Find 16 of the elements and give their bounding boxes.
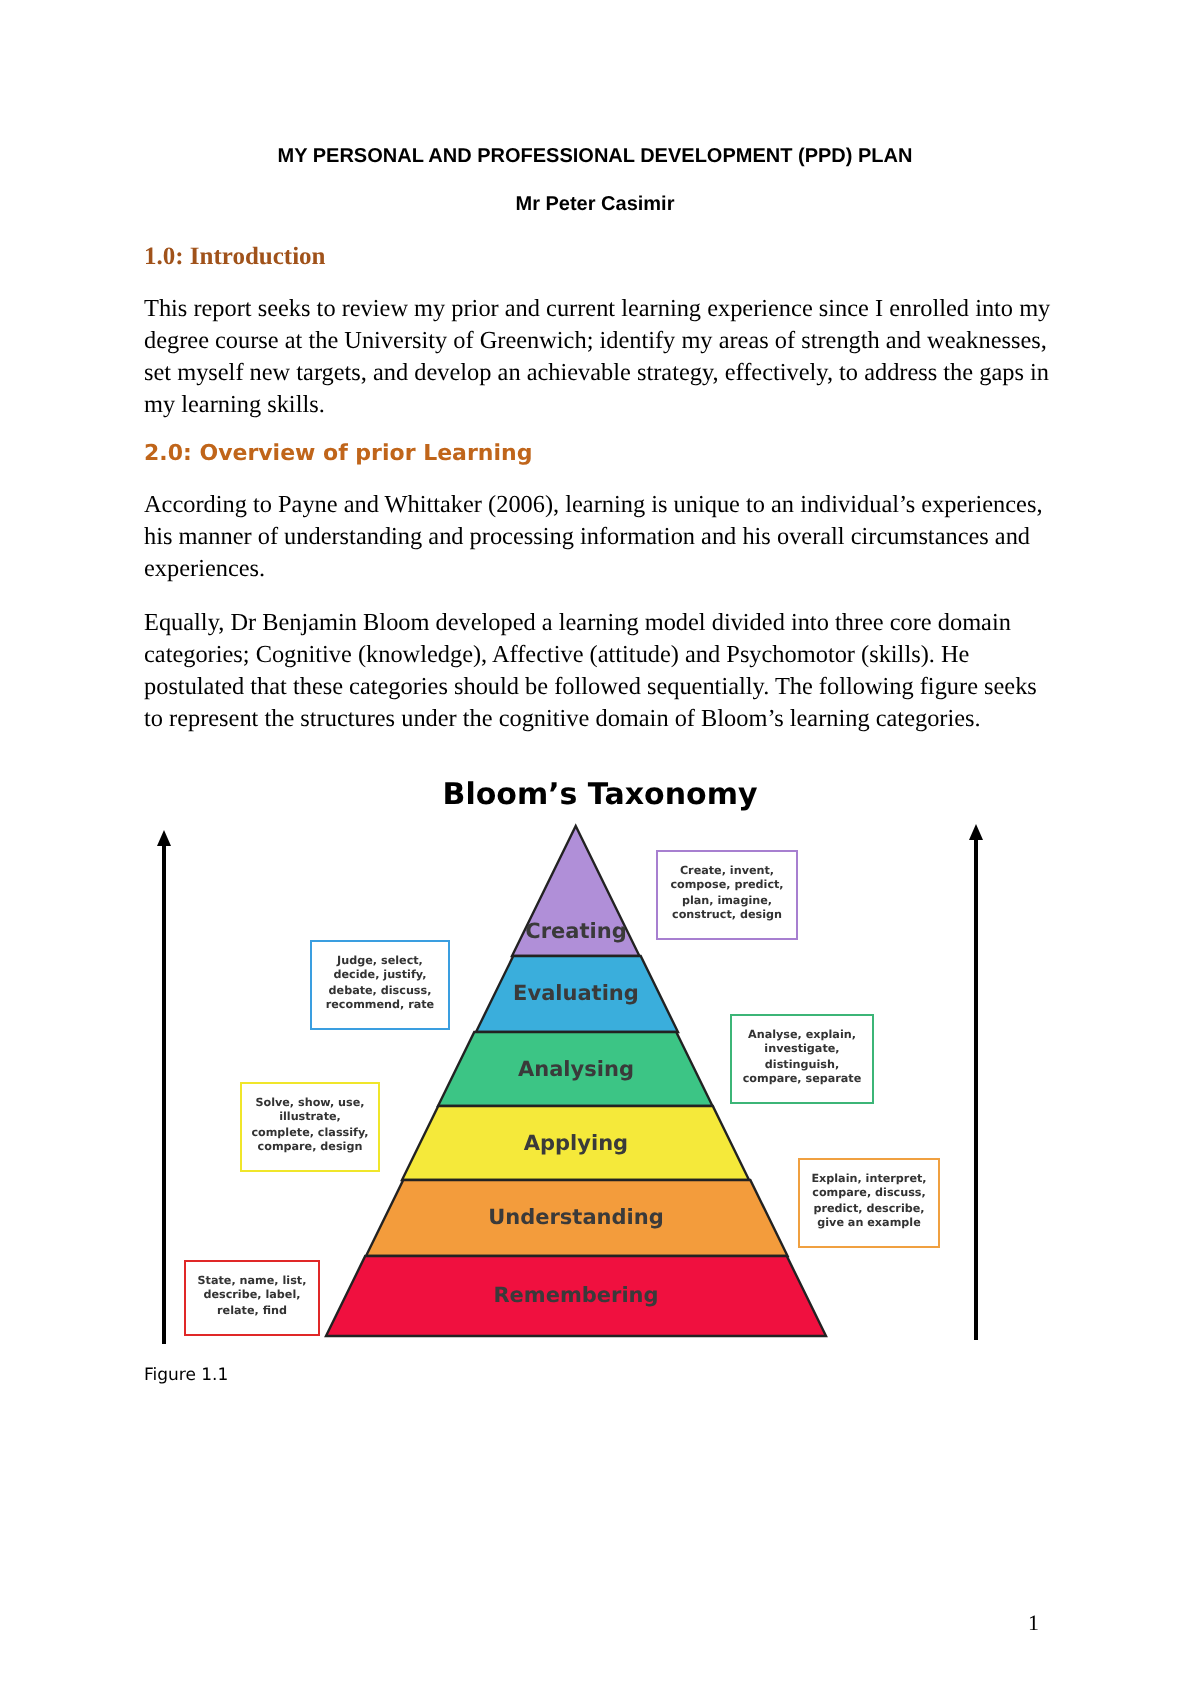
tier-label: Understanding — [488, 1206, 664, 1230]
figure-caption: Figure 1.1 — [144, 1366, 229, 1386]
tier-label: Creating — [525, 920, 627, 944]
figure-title: Bloom’s Taxonomy — [440, 776, 760, 812]
tier-label: Analysing — [518, 1057, 634, 1081]
section-heading: 1.0: Introduction — [144, 240, 326, 272]
document-title: MY PERSONAL AND PROFESSIONAL DEVELOPMENT (PPD) PLAN — [275, 146, 915, 168]
tier-label: Remembering — [493, 1284, 659, 1308]
tier-label: Evaluating — [513, 982, 639, 1006]
paragraph: According to Payne and Whittaker (2006), learning is unique to an individual’s experiences, his manner of understanding and processing information and his overall circumstances and experiences. — [144, 488, 1045, 584]
author-name: Mr Peter Casimir — [513, 194, 677, 216]
page-number: 1 — [1028, 1610, 1039, 1640]
paragraph: Equally, Dr Benjamin Bloom developed a learning model divided into three core domain categories; Cognitive (knowledge), Affective (attitude) and Psychomotor (skills). He postulated that these categories should be followed sequentially. The following figure seeks to represent the structures under the cognitive domain of Bloom’s learning categories. — [144, 606, 1039, 734]
paragraph: This report seeks to review my prior and current learning experience since I enrolled into my degree course at the University of Greenwich; identify my areas of strength and weaknesses, set myself new targets, and develop an achievable strategy, effectively, to address the gaps in my learning skills. — [144, 292, 1053, 420]
section-heading: 2.0: Overview of prior Learning — [144, 440, 533, 466]
tier-label: Applying — [523, 1131, 629, 1155]
